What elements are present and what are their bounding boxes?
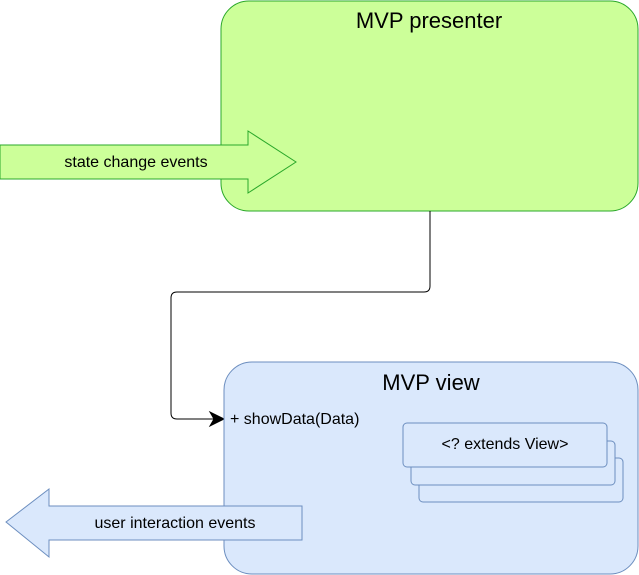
view-stack-front-box[interactable] — [402, 422, 608, 468]
state-change-label: state change events — [64, 154, 207, 171]
connector-arrowhead — [208, 410, 226, 428]
presenter-to-view-connector — [170, 211, 431, 420]
view-method: + showData(Data) — [230, 411, 359, 428]
state-change-arrow[interactable] — [0, 130, 297, 194]
user-interaction-label: user interaction events — [95, 515, 256, 532]
presenter-title: MVP presenter — [356, 8, 502, 33]
view-title: MVP view — [382, 370, 480, 395]
user-interaction-arrow[interactable] — [5, 487, 303, 559]
view-stack-label: <? extends View> — [442, 436, 569, 453]
